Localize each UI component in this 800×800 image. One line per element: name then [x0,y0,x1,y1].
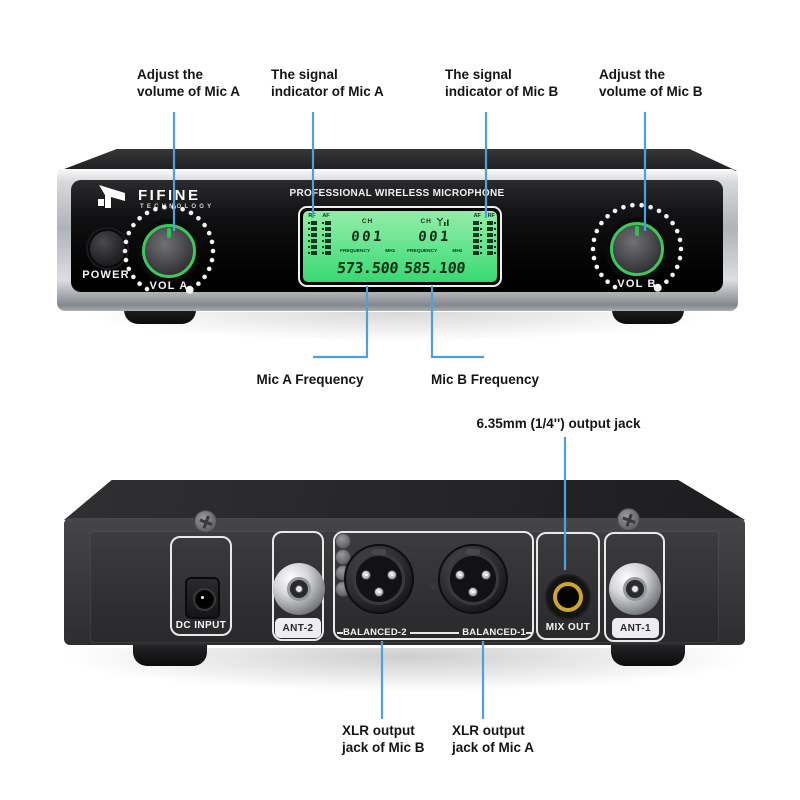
mic-b-frequency-value: 585.100 [403,259,467,277]
ant-2-bnc-connector [273,563,325,615]
label-rule [337,631,343,634]
xlr-pin [361,570,371,580]
screw [617,508,640,531]
bnc-center-pin [295,585,303,593]
xlr-pin [374,587,384,597]
xlr-inner [353,553,405,605]
mic-a-readout: CH 001 FREQUENCY MHz 573.500 [334,211,401,282]
callout-xlr-mic-b: XLR output jack of Mic B [342,723,425,755]
mic-a-mhz-label: MHz [385,249,396,254]
rf-meter-label: RF [308,213,316,219]
xlr-balanced-2-connector [344,544,414,614]
callout-xlr-mic-a: XLR output jack of Mic A [452,723,535,755]
panel-title: PROFESSIONAL WIRELESS MICROPHONE [289,188,505,199]
balanced-outputs-group: BALANCED-2 BALANCED-1 [333,531,534,640]
af-meter-bars [321,221,331,256]
xlr-latch [372,549,386,555]
rf-meter-label: RF [487,213,495,219]
callout-signal-mic-b: The signal indicator of Mic B [445,67,559,99]
ant-2-label: ANT-2 [275,618,321,638]
dc-input-pin [201,596,204,599]
fifine-logo-icon [98,185,125,208]
balanced-1-label: BALANCED-1 [462,627,526,638]
knob-b-indicator [635,226,639,236]
ant-1-label: ANT-1 [612,618,659,638]
mic-b-mhz-label: MHz [452,249,463,254]
mic-a-af-meter: AF [320,213,332,280]
screw [194,510,217,533]
mic-b-af-meter: AF [471,213,483,280]
xlr-pin [387,570,397,580]
mic-b-meters: AF RF [468,211,497,282]
mix-out-gold-ring [553,582,583,612]
rear-unit-top-surface [64,480,745,520]
callout-mic-b-frequency: Mic B Frequency [430,372,540,387]
xlr-inner [447,553,499,605]
brand-name: FIFINE [138,187,201,204]
rf-meter-bars [307,221,317,256]
mic-a-rf-meter: RF [306,213,318,280]
signal-strength-icon [436,217,449,226]
xlr-balanced-1-connector [438,544,508,614]
ant-1-port-group: ANT-1 [604,532,665,642]
mix-out-label: MIX OUT [545,622,591,633]
mic-a-meters: RF AF [303,211,334,282]
label-rule [526,631,532,634]
mic-a-ch-label: CH [361,217,374,225]
xlr-latch [466,549,480,555]
mic-a-channel-value: 001 [350,229,385,245]
mic-b-rf-meter: RF [485,213,497,280]
callout-output-jack: 6.35mm (1/4'') output jack [476,416,641,431]
bnc-inner-ring [623,577,647,601]
mix-out-jack [545,574,591,620]
balanced-2-label: BALANCED-2 [343,627,407,638]
knob-a-indicator [167,228,171,238]
screw [335,533,351,549]
lcd-display: RF AF CH 001 FREQUENCY MHz 573.500 [298,206,502,287]
knob-b-dot-scale [590,202,684,292]
mic-a-frequency-label: FREQUENCY [340,249,371,254]
front-unit-top-surface [59,149,737,171]
balanced-labels-row: BALANCED-2 BALANCED-1 [337,627,532,638]
dc-input-label: DC INPUT [175,620,227,631]
volume-knob-a [109,191,229,311]
mix-out-port-group: MIX OUT [536,532,600,640]
power-button [88,229,127,268]
mic-b-readout: CH 001 FREQUENCY MHz 585.100 [401,211,468,282]
dc-input-port-group: DC INPUT [170,536,232,636]
label-rule [409,631,460,634]
xlr-pin [468,587,478,597]
af-meter-bars [472,221,482,256]
mic-b-ch-label: CH [420,217,432,225]
mic-b-channel-value: 001 [417,229,452,245]
dc-input-hole [193,588,216,611]
ant-2-port-group: ANT-2 [272,531,325,641]
lcd-screen: RF AF CH 001 FREQUENCY MHz 573.500 [303,211,497,282]
ant-1-bnc-connector [609,563,661,615]
callout-mic-a-frequency: Mic A Frequency [256,372,364,387]
mic-a-frequency-value: 573.500 [336,259,400,277]
power-label: POWER [82,269,130,281]
af-meter-label: AF [473,213,481,219]
bnc-center-pin [631,585,639,593]
dc-input-jack [185,577,220,619]
callout-volume-mic-b: Adjust the volume of Mic B [599,67,703,99]
vol-b-label: VOL B [617,278,657,290]
rf-meter-bars [486,221,496,256]
callout-signal-mic-a: The signal indicator of Mic A [271,67,384,99]
callout-volume-mic-a: Adjust the volume of Mic A [137,67,241,99]
xlr-pin [455,570,465,580]
volume-knob-b [577,189,697,309]
vol-a-label: VOL A [149,280,189,292]
xlr-pin [481,570,491,580]
mic-b-frequency-label: FREQUENCY [407,249,438,254]
af-meter-label: AF [322,213,330,219]
